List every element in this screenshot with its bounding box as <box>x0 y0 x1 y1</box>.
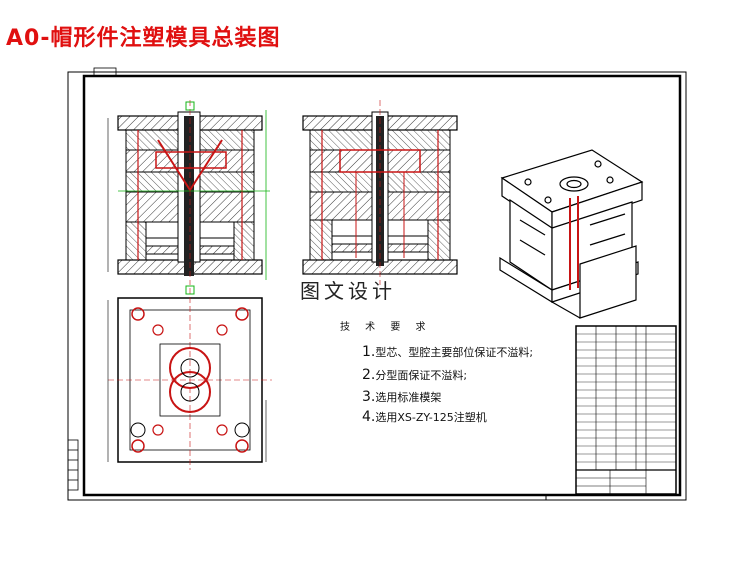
tech-requirement-item: 4.选用XS-ZY-125注塑机 <box>362 409 487 425</box>
requirement-text: 选用XS-ZY-125注塑机 <box>375 411 487 424</box>
requirement-number: 4. <box>362 409 376 425</box>
left-margin-marks <box>67 439 79 491</box>
front-section-view <box>107 100 270 285</box>
requirement-number: 3. <box>362 389 376 405</box>
requirement-number: 2. <box>362 367 376 383</box>
requirement-text: 型芯、型腔主要部位保证不溢料; <box>375 346 534 359</box>
outer-border <box>67 71 687 501</box>
requirement-number: 1. <box>362 344 376 360</box>
drawing-title: A0-帽形件注塑模具总装图 <box>6 26 281 51</box>
inner-frame <box>82 74 682 497</box>
isometric-view <box>499 149 644 319</box>
corner-tab <box>93 67 117 77</box>
side-section-view <box>302 100 458 285</box>
requirement-text: 分型面保证不溢料; <box>375 369 468 382</box>
title-block <box>575 325 677 495</box>
tech-requirements-heading: 技 术 要 求 <box>340 322 432 333</box>
plan-view <box>107 285 272 470</box>
tech-requirement-item: 3.选用标准模架 <box>362 389 441 405</box>
tech-requirement-item: 1.型芯、型腔主要部位保证不溢料; <box>362 344 533 360</box>
watermark-text: 图文设计 <box>300 279 396 303</box>
requirement-text: 选用标准模架 <box>375 391 442 404</box>
tech-requirement-item: 2.分型面保证不溢料; <box>362 367 467 383</box>
